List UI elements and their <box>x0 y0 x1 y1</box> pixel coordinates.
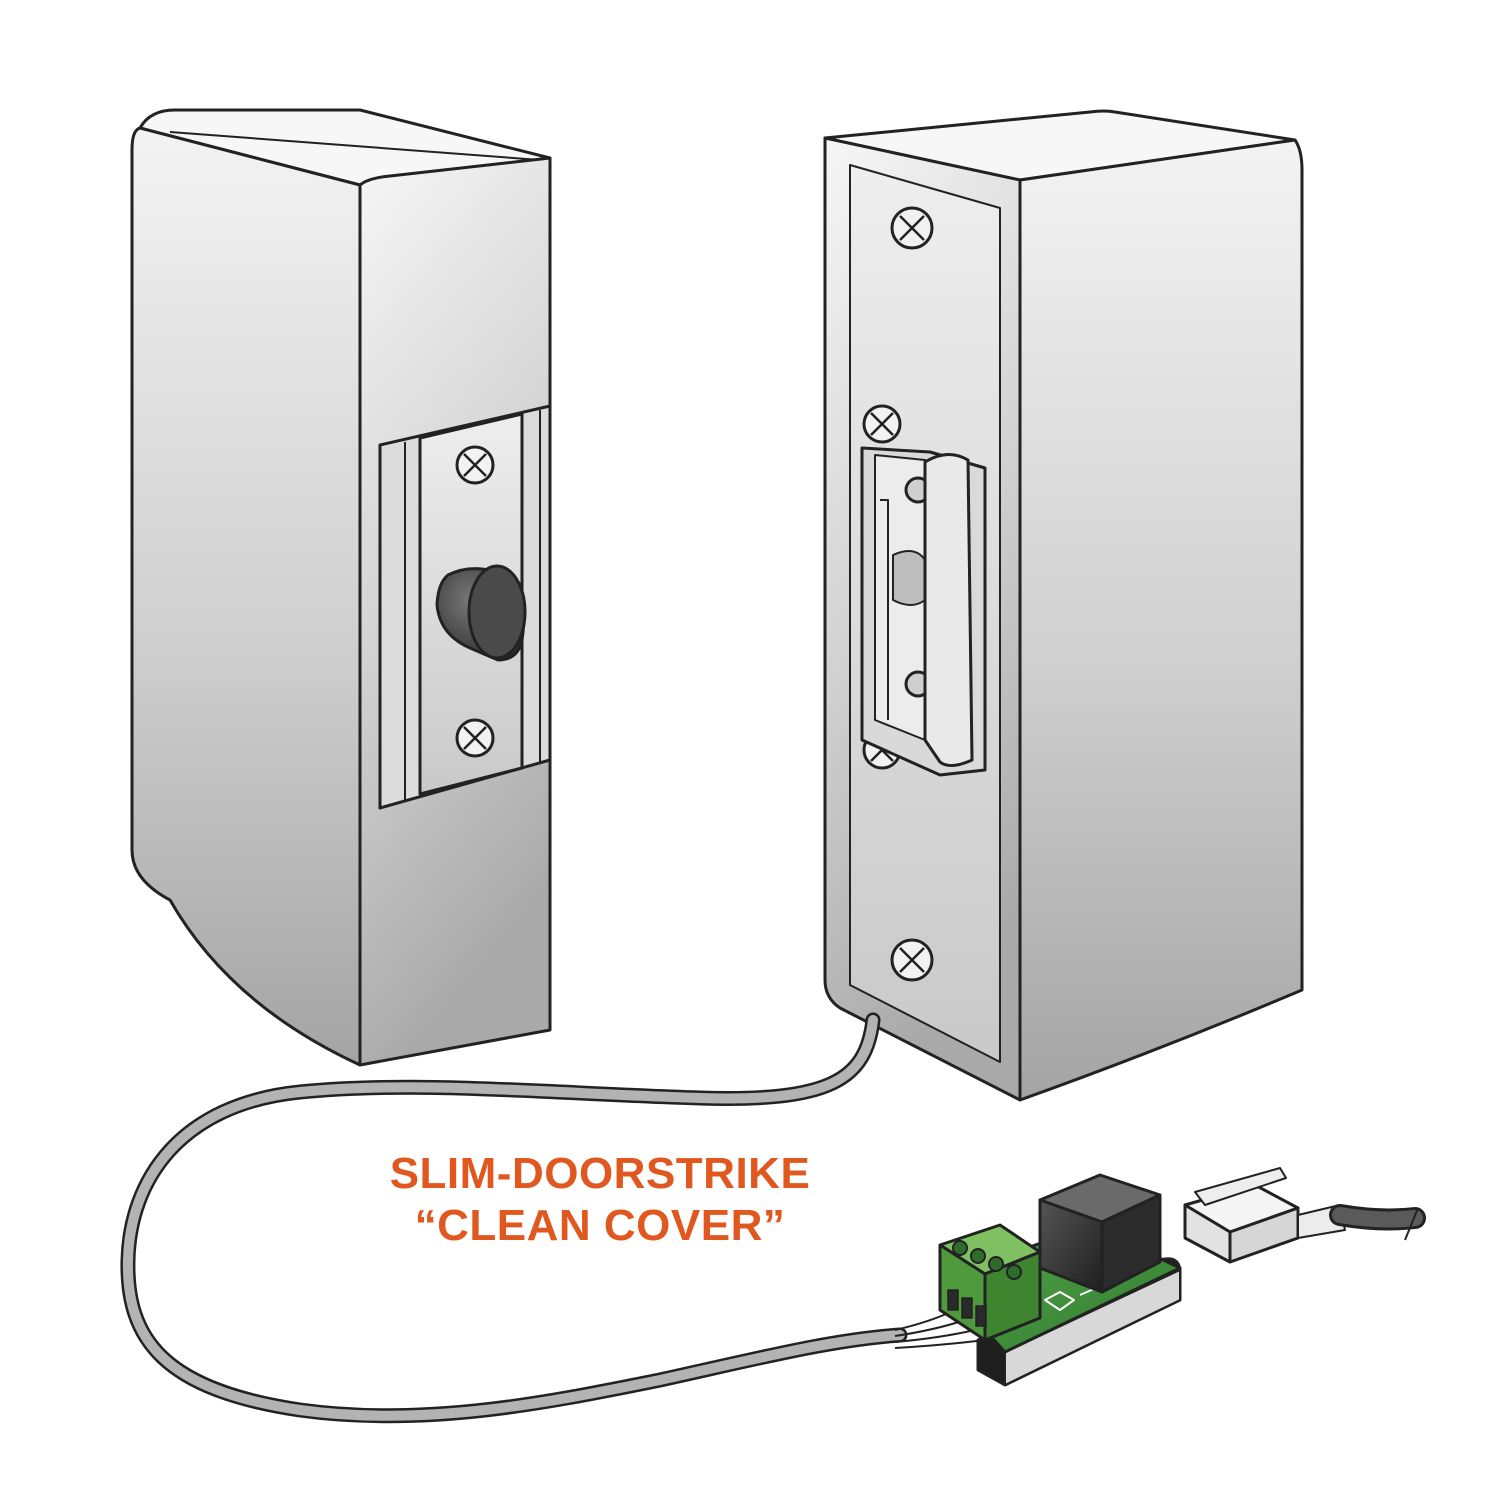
left-box-top-face <box>138 108 552 187</box>
bolt-icon <box>435 564 527 662</box>
screw-icon <box>455 445 495 485</box>
pcb-connector <box>938 1173 1182 1387</box>
product-title-line-1: SLIM-DOORSTRIKE <box>389 1149 811 1198</box>
plug-cable <box>1329 1204 1426 1241</box>
terminal-block-icon <box>938 1223 1042 1342</box>
screw-icon <box>890 938 934 982</box>
screw-icon <box>862 404 902 444</box>
right-box-side-face <box>1018 138 1304 1102</box>
screw-icon <box>890 206 934 250</box>
product-title-line-2: “CLEAN COVER” <box>414 1201 786 1250</box>
left-box-side-face <box>130 126 362 1067</box>
rj-jack-icon <box>1038 1173 1162 1294</box>
screw-icon <box>455 718 495 758</box>
strike-keeper-icon <box>860 446 987 777</box>
rj-plug-icon <box>1183 1167 1346 1264</box>
